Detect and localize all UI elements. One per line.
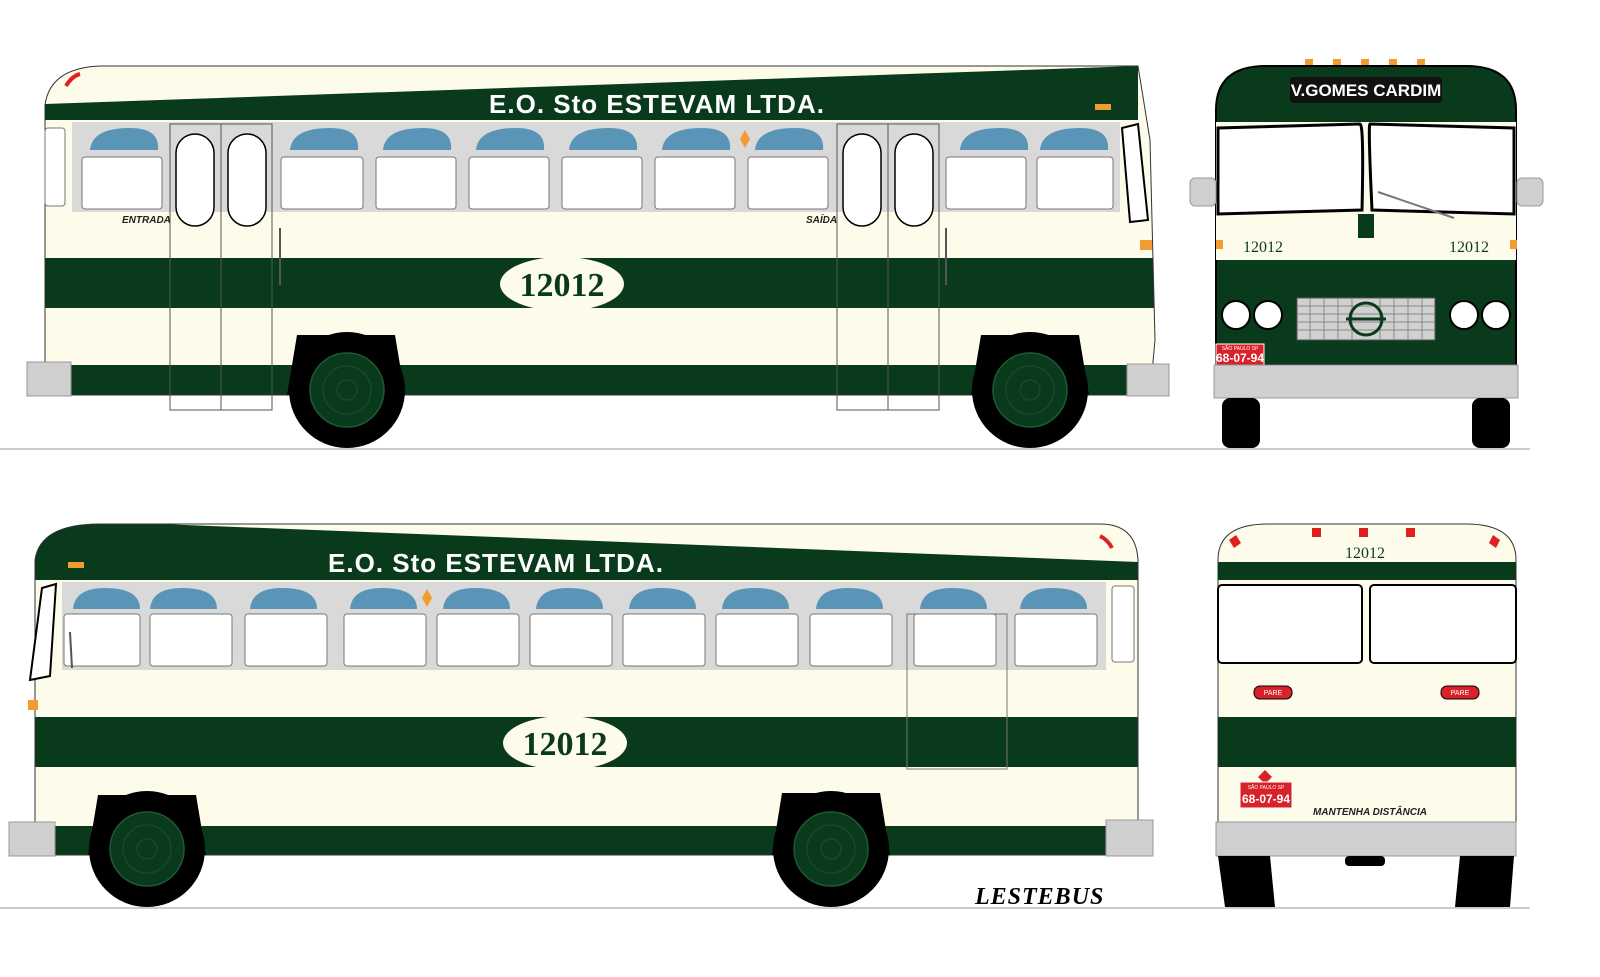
- bus-side-view-bottom: 12012 E.O. Sto ESTEVAM LTDA.: [8, 523, 1154, 908]
- fleet-number-front-left: 12012: [1243, 239, 1283, 256]
- fleet-number-front-right: 12012: [1449, 239, 1489, 256]
- front-plate-state: SÃO PAULO SP: [1222, 345, 1259, 352]
- front-plate-number: 68-07-94: [1216, 351, 1264, 365]
- company-name-side-bottom: E.O. Sto ESTEVAM LTDA.: [328, 548, 664, 578]
- rear-warning-text: MANTENHA DISTÂNCIA: [1313, 805, 1427, 818]
- destination-sign: V.GOMES CARDIM: [1291, 81, 1442, 100]
- rear-plate-number: 68-07-94: [1242, 792, 1290, 806]
- artist-signature: LESTEBUS: [974, 884, 1104, 910]
- entry-door-label: ENTRADA: [122, 215, 171, 226]
- fleet-number-side-bottom: 12012: [523, 726, 608, 763]
- bus-front-view: V.GOMES CARDIM 12012 12012: [1189, 59, 1544, 448]
- fleet-number-rear: 12012: [1345, 545, 1385, 562]
- rear-brake-label-left: PARE: [1264, 690, 1283, 697]
- fleet-number-side-top: 12012: [520, 267, 605, 304]
- company-name-side-top: E.O. Sto ESTEVAM LTDA.: [489, 89, 825, 119]
- exit-door-label: SAÍDA: [806, 213, 837, 226]
- rear-plate-state: SÃO PAULO SP: [1248, 784, 1285, 791]
- rear-brake-label-right: PARE: [1451, 690, 1470, 697]
- bus-rear-view: 12012 PARE PARE SÃO PAULO SP 68-07-94 MA…: [1215, 523, 1517, 907]
- bus-side-view-top: 12012 E.O. Sto ESTEVAM LTDA. ENTRADA SAÍ…: [26, 65, 1170, 449]
